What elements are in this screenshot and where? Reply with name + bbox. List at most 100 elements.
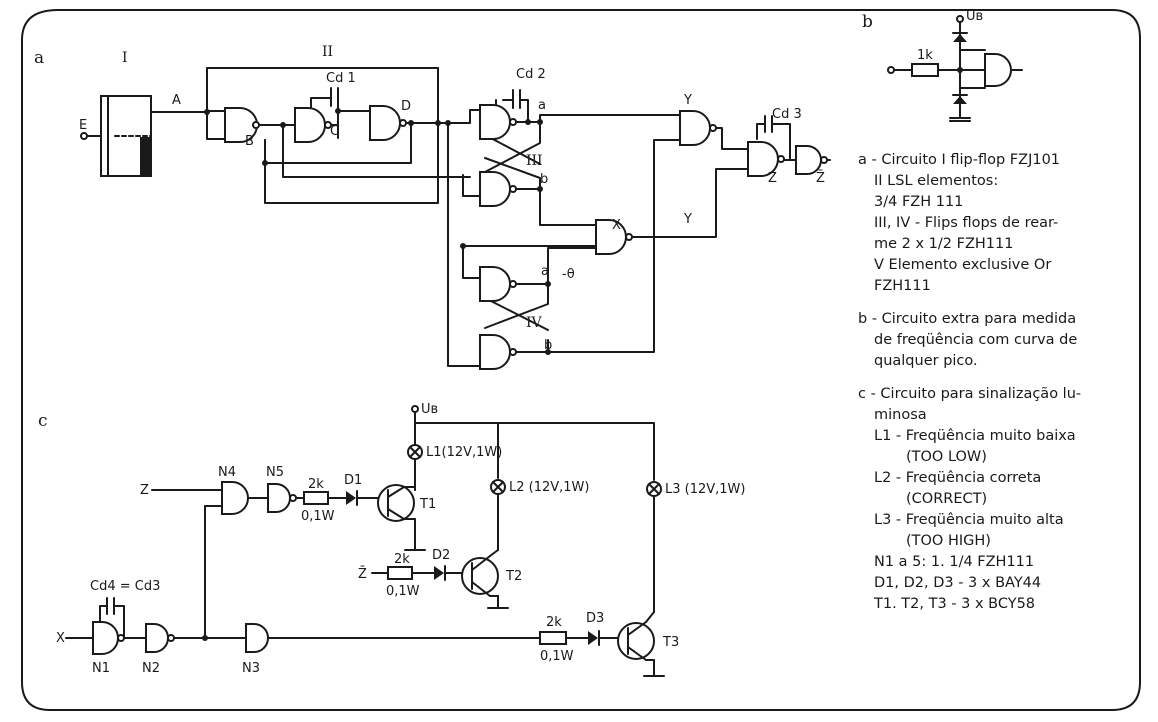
gate-N2 <box>145 623 169 653</box>
node-label-b2: b <box>544 338 552 353</box>
legend-line: FZH111 <box>874 278 931 294</box>
lamp-label-L1: L1(12V,1W) <box>426 445 502 460</box>
gate-N5 <box>267 483 291 513</box>
gate-Y <box>679 110 711 146</box>
input-label-X: X <box>56 631 65 646</box>
legend-line: me 2 x 1/2 FZH111 <box>874 236 1014 252</box>
section-label-b: b <box>862 12 873 32</box>
gate-N1 <box>92 621 119 655</box>
diode-label-D1: D1 <box>344 473 362 488</box>
transistor-label-T3: T3 <box>662 635 679 650</box>
page-frame <box>21 9 1141 711</box>
gate-IV-b <box>479 334 511 370</box>
supply-label-b: Uʙ <box>966 9 983 24</box>
resistor-label-1k: 1k <box>917 48 933 63</box>
diode-label-D3: D3 <box>586 611 604 626</box>
gate-label-N2: N2 <box>142 661 160 676</box>
diode-D1 <box>346 491 356 505</box>
lamp-label-L3: L3 (12V,1W) <box>665 482 745 497</box>
transistor-T3 <box>617 611 665 677</box>
transistor-T2 <box>461 549 509 609</box>
gate-N3 <box>245 623 269 653</box>
legend-line: (TOO HIGH) <box>906 533 991 549</box>
capacitor-cd2 <box>512 89 521 109</box>
gate-X <box>595 219 627 255</box>
node-label-b1: b <box>540 172 548 187</box>
diode-D3 <box>588 631 598 645</box>
lamp-label-L2: L2 (12V,1W) <box>509 480 589 495</box>
legend-line: L3 - Freqüência muito alta <box>874 512 1064 528</box>
legend-line: minosa <box>874 407 927 423</box>
capacitor-label-cd4: Cd4 = Cd3 <box>90 579 160 594</box>
resistor-c3 <box>539 631 567 645</box>
resistor-c2 <box>387 566 413 580</box>
legend-line: (CORRECT) <box>906 491 988 507</box>
resistor-label-c1-value: 2k <box>308 477 324 492</box>
node-label-Y1: Y <box>683 93 692 108</box>
capacitor-label-cd1: Cd 1 <box>326 71 356 86</box>
legend-line: a - Circuito I flip-flop FZJ101 <box>858 152 1061 168</box>
section-label-a: a <box>34 48 44 68</box>
capacitor-cd4 <box>106 597 115 615</box>
node-label-B: B <box>245 134 254 149</box>
gate-label-N3: N3 <box>242 661 260 676</box>
legend-block-a: a - Circuito I flip-flop FZJ101 II LSL e… <box>858 150 1128 297</box>
node-label-a2-note: -θ <box>562 267 575 282</box>
gate-IV-a <box>479 266 511 302</box>
legend-line: II LSL elementos: <box>874 173 999 189</box>
legend-block-c: c - Circuito para sinalização lu- minosa… <box>858 384 1128 615</box>
capacitor-label-cd2: Cd 2 <box>516 67 546 82</box>
diode-D2 <box>434 566 444 580</box>
node-label-D: D <box>401 99 411 114</box>
diode-b-upper <box>953 34 967 42</box>
transistor-label-T1: T1 <box>419 497 436 512</box>
block-label-II: II <box>322 44 333 60</box>
node-label-Zbar: Z̄ <box>816 171 825 186</box>
resistor-label-c2-power: 0,1W <box>386 584 420 599</box>
resistor-label-c1-power: 0,1W <box>301 509 335 524</box>
legend-line: T1. T2, T3 - 3 x BCY58 <box>874 596 1036 612</box>
legend-line: D1, D2, D3 - 3 x BAY44 <box>874 575 1042 591</box>
capacitor-cd1 <box>330 87 339 107</box>
node-label-X: X <box>612 218 621 233</box>
gate-Zbar <box>795 145 822 175</box>
node-label-Y2: Y <box>683 212 692 227</box>
node-label-Z: Z <box>768 171 777 186</box>
resistor-label-c3-power: 0,1W <box>540 649 574 664</box>
legend-line: qualquer pico. <box>874 353 978 369</box>
legend-line: 3/4 FZH 111 <box>874 194 964 210</box>
resistor-1k <box>911 63 939 77</box>
legend-line: L1 - Freqüência muito baixa <box>874 428 1076 444</box>
transistor-T1 <box>377 484 426 551</box>
legend-line: V Elemento exclusive Or <box>874 257 1052 273</box>
resistor-label-c2-value: 2k <box>394 552 410 567</box>
node-label-a1: a <box>538 98 546 113</box>
legend-line: b - Circuito extra para medida <box>858 311 1077 327</box>
node-label-E: E <box>79 118 87 133</box>
section-label-c: c <box>38 411 48 431</box>
resistor-c1 <box>303 491 329 505</box>
flipflop-output-bar <box>140 137 151 176</box>
block-label-I: I <box>122 50 128 66</box>
capacitor-cd3 <box>764 115 773 133</box>
legend-line: (TOO LOW) <box>906 449 987 465</box>
legend-block-b: b - Circuito extra para medida de freqüê… <box>858 309 1128 372</box>
gate-C <box>294 107 326 143</box>
lamp-L3 <box>646 481 662 497</box>
legend-line: III, IV - Flips flops de rear- <box>874 215 1059 231</box>
lamp-L1 <box>407 444 423 460</box>
legend-line: de freqüência com curva de <box>874 332 1078 348</box>
node-label-a2: a <box>541 264 549 279</box>
gate-label-N4: N4 <box>218 465 236 480</box>
input-label-Z: Z <box>140 483 149 498</box>
legend-line: N1 a 5: 1. 1/4 FZH111 <box>874 554 1035 570</box>
lamp-L2 <box>490 479 506 495</box>
gate-III-a <box>479 104 511 140</box>
diode-b-lower <box>953 96 967 104</box>
gate-label-N1: N1 <box>92 661 110 676</box>
diode-label-D2: D2 <box>432 548 450 563</box>
resistor-label-c3-value: 2k <box>546 615 562 630</box>
legend-line: L2 - Freqüência correta <box>874 470 1042 486</box>
